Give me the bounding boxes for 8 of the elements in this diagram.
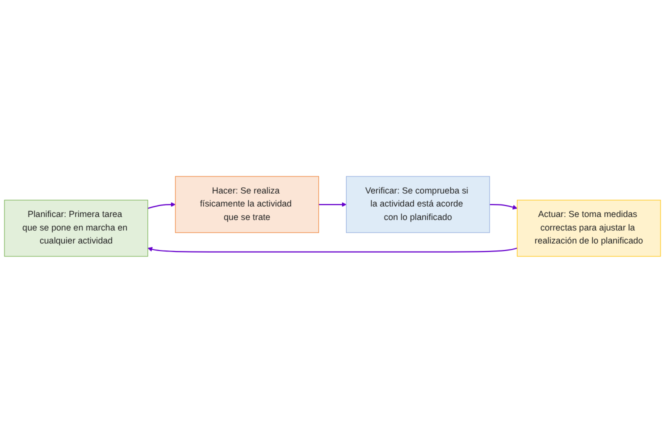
- node-box: Verificar: Se comprueba si la actividad está acorde con lo planificado: [346, 176, 490, 233]
- node-box: Hacer: Se realiza físicamente la actividad que se trate: [175, 176, 319, 233]
- node-box: Planificar: Primera tarea que se pone en marcha en cualquier actividad: [4, 199, 148, 256]
- arrow: [148, 202, 176, 208]
- node-box: Actuar: Se toma medidas correctas para ajustar la realización de lo planificado: [516, 199, 661, 256]
- arrow: [318, 202, 346, 207]
- arrow: [490, 204, 518, 210]
- arrow: [148, 246, 518, 252]
